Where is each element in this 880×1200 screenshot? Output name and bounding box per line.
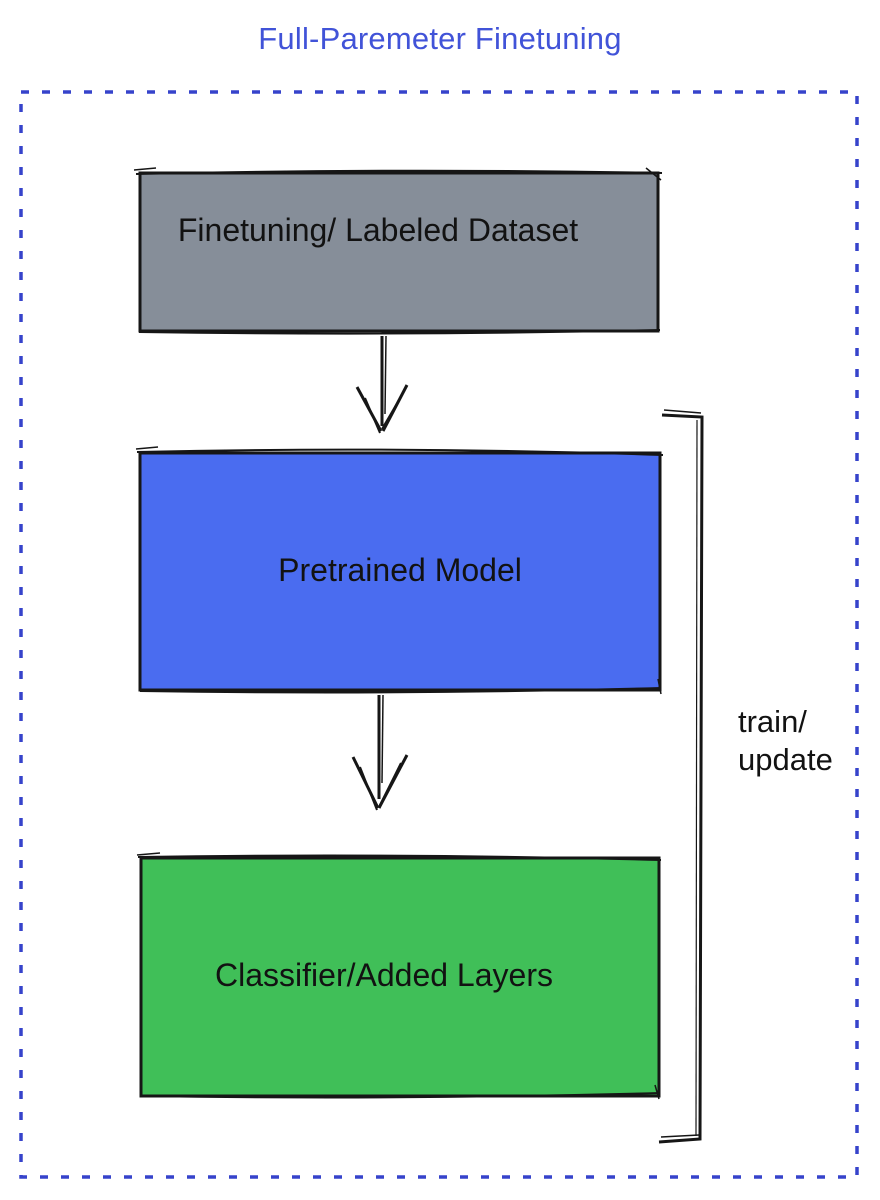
sketch-stroke bbox=[139, 687, 662, 694]
arrow-dataset-to-pretrained bbox=[355, 335, 409, 434]
arrow-shaft-double bbox=[381, 694, 384, 784]
diagram-title: Full-Paremeter Finetuning bbox=[258, 21, 622, 56]
sketch-stroke bbox=[140, 1092, 661, 1099]
node-label-finetuning-dataset: Finetuning/ Labeled Dataset bbox=[177, 212, 579, 248]
node-label-pretrained-model: Pretrained Model bbox=[278, 552, 522, 588]
bracket-label-line1: train/ bbox=[738, 704, 807, 739]
sketch-overshoot bbox=[645, 167, 662, 181]
node-classifier-added-layers bbox=[136, 852, 662, 1100]
bracket-label-line2: update bbox=[738, 742, 833, 777]
classifier-added-layers-box bbox=[139, 856, 661, 1098]
sketch-stroke bbox=[136, 448, 664, 456]
sketch-overshoot bbox=[135, 446, 159, 450]
bracket-line bbox=[658, 413, 704, 1144]
finetuning-dataset-box bbox=[138, 171, 660, 333]
arrow-head bbox=[364, 397, 381, 434]
sketch-overshoot bbox=[657, 678, 662, 695]
dotted-container-border bbox=[19, 90, 859, 1179]
train-update-bracket bbox=[658, 409, 704, 1144]
sketch-stroke bbox=[135, 169, 663, 175]
sketch-stroke bbox=[137, 854, 662, 861]
arrow-pretrained-to-classifier bbox=[351, 694, 409, 811]
arrow-head bbox=[379, 762, 402, 806]
arrow-head bbox=[359, 766, 378, 811]
node-label-classifier-added-layers: Classifier/Added Layers bbox=[215, 957, 553, 993]
pretrained-model-box bbox=[138, 451, 662, 692]
sketch-stroke bbox=[138, 329, 661, 335]
arrow-shaft-double bbox=[384, 335, 387, 415]
node-finetuning-dataset bbox=[133, 167, 663, 335]
bracket-line-double bbox=[663, 409, 702, 414]
bracket-line-double bbox=[695, 419, 698, 1137]
bracket-line-double bbox=[660, 1134, 700, 1138]
sketch-overshoot bbox=[136, 852, 161, 856]
sketch-overshoot bbox=[654, 1084, 660, 1100]
arrow-head bbox=[381, 399, 400, 430]
bracket-label: train/ update bbox=[738, 703, 833, 779]
node-pretrained-model bbox=[135, 446, 664, 695]
sketch-overshoot bbox=[133, 167, 157, 171]
